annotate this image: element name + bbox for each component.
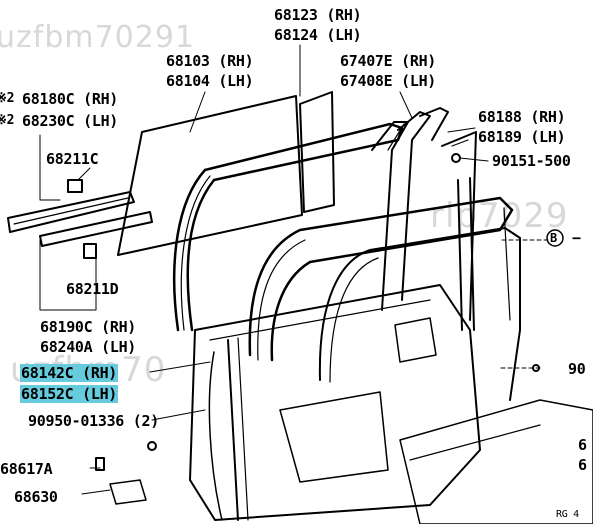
label-68230c: 68230C (LH) — [22, 112, 119, 130]
bolt-68617a — [95, 457, 105, 471]
note-mark-1: ※2 — [0, 91, 15, 106]
door-glass — [117, 95, 303, 256]
label-68630: 68630 — [14, 488, 58, 506]
hinge-68630 — [109, 479, 147, 505]
label-90950: 90950-01336 (2) — [28, 412, 159, 430]
label-68142c-highlight: 68142C (RH) — [20, 364, 119, 382]
clip-68211c — [67, 179, 83, 193]
quarter-glass — [299, 91, 335, 213]
label-right-90: 90 — [568, 360, 586, 378]
ref-marker-b — [546, 229, 564, 247]
door-trim — [399, 399, 593, 524]
label-68211d: 68211D — [66, 280, 119, 298]
door-frame — [248, 196, 514, 362]
label-68240a: 68240A (LH) — [40, 338, 137, 356]
label-68189: 68189 (LH) — [478, 128, 566, 146]
label-68617a: 68617A — [0, 460, 53, 478]
label-68123: 68123 (RH) — [274, 6, 362, 24]
label-68124: 68124 (LH) — [274, 26, 362, 44]
label-68152c: 68152C (LH) — [20, 385, 119, 403]
note-mark-2: ※2 — [0, 113, 15, 128]
label-ref-b: B — [550, 231, 557, 245]
label-67407e: 67407E (RH) — [340, 52, 437, 70]
door-inner-panel — [189, 284, 481, 521]
label-68104: 68104 (LH) — [166, 72, 254, 90]
label-68103: 68103 (RH) — [166, 52, 254, 70]
label-68190c: 68190C (RH) — [40, 318, 137, 336]
label-90151: 90151-500 — [492, 152, 571, 170]
screw-90151 — [451, 153, 461, 163]
grommet-90950 — [147, 441, 157, 451]
regulator-rail — [227, 339, 239, 521]
glass-run-channel — [173, 122, 404, 332]
label-68152c-highlight: 68152C (LH) — [20, 385, 119, 403]
clip-68211d — [83, 243, 97, 259]
label-right-6a: 6 — [578, 436, 587, 454]
label-67408e: 67408E (LH) — [340, 72, 437, 90]
label-68180c: 68180C (RH) — [22, 90, 119, 108]
belt-moulding — [7, 191, 135, 233]
label-ref-b-tail: − — [572, 229, 581, 247]
label-68142c: 68142C (RH) — [20, 364, 119, 382]
label-68211c: 68211C — [46, 150, 99, 168]
label-68188: 68188 (RH) — [478, 108, 566, 126]
figure-code: RG 4 — [556, 509, 579, 520]
label-right-6b: 6 — [578, 456, 587, 474]
